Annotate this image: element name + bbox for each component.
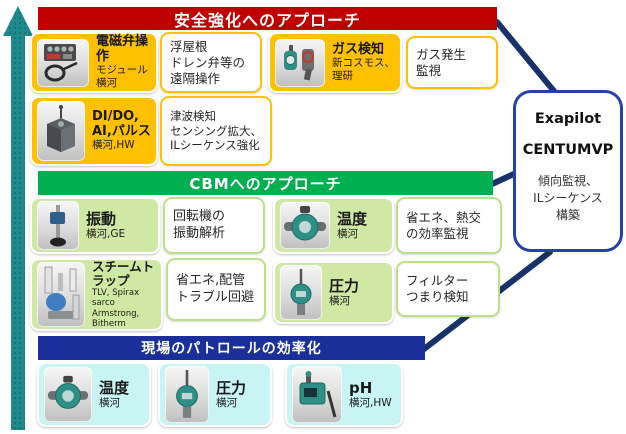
product-vendor: 横河 bbox=[337, 227, 358, 240]
product-vendor: 新コスモス、 理研 bbox=[332, 57, 395, 82]
product-title: 圧力 bbox=[216, 378, 247, 397]
connector-safety-to-exapilot bbox=[494, 19, 561, 99]
io-module-image bbox=[37, 101, 85, 161]
note-text: 省エネ、熱交 の効率監視 bbox=[406, 209, 482, 241]
pressure-transmitter-image bbox=[280, 265, 322, 320]
product-vendor: モジュール 横河 bbox=[96, 64, 148, 90]
product-vendor: 横河 bbox=[99, 396, 120, 409]
product-title: 電磁弁操作 bbox=[96, 34, 149, 64]
note-box-filter-clog: フィルター つまり検知 bbox=[396, 261, 500, 317]
steam-trap-image bbox=[37, 262, 85, 327]
vibration-sensor-image bbox=[37, 201, 79, 250]
banner-cbm-label: CBMへのアプローチ bbox=[189, 174, 342, 193]
product-title: ガス検知 bbox=[332, 41, 385, 57]
pressure-transmitter-image bbox=[165, 366, 209, 423]
product-title: 振動 bbox=[86, 209, 117, 228]
product-title: 温度 bbox=[99, 378, 130, 397]
banner-safety-label: 安全強化へのアプローチ bbox=[173, 10, 361, 30]
note-text: 回転機の 振動解析 bbox=[173, 208, 226, 241]
product-title: 温度 bbox=[337, 209, 368, 228]
product-vendor: 横河 bbox=[329, 294, 350, 307]
exapilot-label: Exapilot bbox=[534, 111, 602, 127]
ph-sensor-image bbox=[292, 366, 342, 423]
product-box-io-module: DI/DO, AI,パルス 横河,HW bbox=[30, 96, 158, 166]
solenoid-valve-module-image bbox=[37, 38, 89, 87]
product-box-vibration: 振動 横河,GE bbox=[30, 197, 160, 254]
connector-cbm-to-exapilot bbox=[487, 170, 519, 188]
product-box-solenoid-module: 電磁弁操作 モジュール 横河 bbox=[30, 32, 158, 93]
upward-arrow bbox=[3, 6, 33, 432]
note-box-energy-heat-exchange: 省エネ、熱交 の効率監視 bbox=[396, 197, 502, 254]
product-vendor: 横河 bbox=[216, 396, 237, 409]
product-title: pH bbox=[349, 378, 373, 397]
note-box-gas-generation: ガス発生 監視 bbox=[406, 36, 498, 89]
product-title: 圧力 bbox=[329, 276, 360, 295]
product-box-gas-detection: ガス検知 新コスモス、 理研 bbox=[268, 32, 402, 93]
product-vendor: 横河,HW bbox=[92, 139, 135, 152]
product-title: スチームトラップ bbox=[92, 259, 155, 289]
product-vendor: TLV, Spirax sarco Armstrong, Bitherm bbox=[92, 288, 140, 329]
note-text: ガス発生 監視 bbox=[416, 46, 467, 78]
product-vendor: 横河,GE bbox=[86, 227, 126, 240]
note-box-tsunami-detection: 津波検知 センシング拡大、 ILシーケンス強化 bbox=[160, 96, 272, 166]
product-box-ph-patrol: pH 横河,HW bbox=[285, 362, 403, 427]
banner-safety: 安全強化へのアプローチ bbox=[38, 7, 497, 30]
product-box-temperature-patrol: 温度 横河 bbox=[37, 362, 151, 427]
product-title: DI/DO, AI,パルス bbox=[92, 109, 151, 139]
note-text: 津波検知 センシング拡大、 ILシーケンス強化 bbox=[170, 108, 262, 153]
exapilot-note: 傾向監視、 ILシーケンス 構築 bbox=[533, 174, 603, 222]
note-box-piping-trouble: 省エネ,配管 トラブル回避 bbox=[166, 258, 266, 321]
product-box-steam-trap: スチームトラップ TLV, Spirax sarco Armstrong, Bi… bbox=[30, 258, 163, 331]
banner-patrol-label: 現場のパトロールの効率化 bbox=[141, 341, 322, 357]
product-box-temperature-cbm: 温度 横河 bbox=[273, 197, 394, 254]
banner-patrol: 現場のパトロールの効率化 bbox=[38, 336, 425, 360]
note-text: 浮屋根 ドレン弁等の 遠隔操作 bbox=[170, 38, 246, 86]
note-box-rotating-machine: 回転機の 振動解析 bbox=[163, 197, 265, 254]
gas-detectors-image bbox=[275, 38, 325, 87]
note-text: 省エネ,配管 トラブル回避 bbox=[176, 272, 255, 305]
temperature-transmitter-image bbox=[44, 367, 92, 422]
banner-cbm: CBMへのアプローチ bbox=[38, 171, 493, 195]
note-box-floating-roof: 浮屋根 ドレン弁等の 遠隔操作 bbox=[160, 32, 262, 93]
product-box-pressure-cbm: 圧力 横河 bbox=[273, 261, 394, 324]
note-text: フィルター つまり検知 bbox=[406, 273, 469, 304]
temperature-transmitter-image bbox=[280, 202, 330, 249]
centumvp-label: CENTUMVP bbox=[522, 142, 614, 158]
product-box-pressure-patrol: 圧力 横河 bbox=[158, 362, 272, 427]
product-vendor: 横河,HW bbox=[349, 396, 392, 409]
exapilot-centum-box: Exapilot CENTUMVP 傾向監視、 ILシーケンス 構築 bbox=[513, 90, 623, 252]
